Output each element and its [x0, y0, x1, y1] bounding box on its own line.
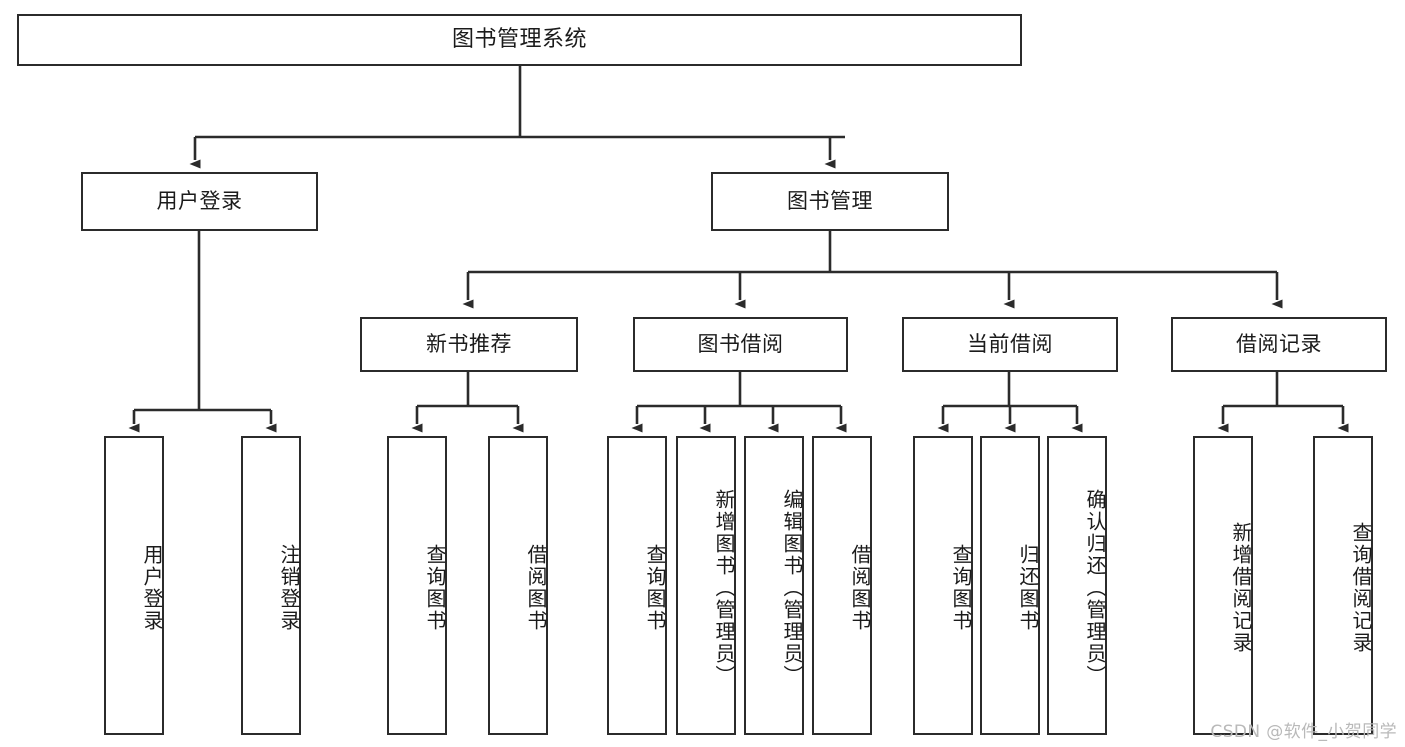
leaf-query-book-1-label: 查询图书 — [423, 543, 447, 632]
leaf-borrow-book-1-label: 借阅图书 — [524, 543, 548, 632]
leaf-borrow-book-1[interactable]: 借阅图书 — [488, 436, 548, 735]
leaf-edit-book-label: 编辑图书（管理员） — [780, 488, 804, 687]
leaf-query-book-2[interactable]: 查询图书 — [607, 436, 667, 735]
watermark-text: CSDN @软件_小贺同学 — [1210, 722, 1397, 742]
leaf-query-record-label: 查询借阅记录 — [1349, 521, 1373, 654]
leaf-add-record-label: 新增借阅记录 — [1229, 521, 1253, 654]
node-new-book-recommend-label: 新书推荐 — [426, 332, 512, 357]
node-borrow-record-label: 借阅记录 — [1236, 332, 1322, 357]
leaf-return-book-label: 归还图书 — [1016, 543, 1040, 632]
leaf-confirm-return-label: 确认归还（管理员） — [1083, 488, 1107, 687]
leaf-add-book-label: 新增图书（管理员） — [712, 488, 736, 687]
node-book-borrow-label: 图书借阅 — [697, 332, 784, 357]
node-new-book-recommend[interactable]: 新书推荐 — [360, 317, 578, 372]
leaf-user-login[interactable]: 用户登录 — [104, 436, 164, 735]
leaf-query-book-3[interactable]: 查询图书 — [913, 436, 973, 735]
leaf-confirm-return[interactable]: 确认归还（管理员） — [1047, 436, 1107, 735]
leaf-query-record[interactable]: 查询借阅记录 — [1313, 436, 1373, 735]
leaf-user-login-label: 用户登录 — [140, 543, 164, 632]
leaf-add-book[interactable]: 新增图书（管理员） — [676, 436, 736, 735]
node-root-label: 图书管理系统 — [451, 27, 587, 53]
leaf-logout-label: 注销登录 — [277, 543, 301, 632]
leaf-edit-book[interactable]: 编辑图书（管理员） — [744, 436, 804, 735]
leaf-query-book-2-label: 查询图书 — [643, 543, 667, 632]
node-root[interactable]: 图书管理系统 — [17, 14, 1022, 66]
node-current-borrow-label: 当前借阅 — [967, 332, 1053, 357]
leaf-borrow-book-2-label: 借阅图书 — [848, 543, 872, 632]
node-book-borrow[interactable]: 图书借阅 — [633, 317, 848, 372]
node-book-management[interactable]: 图书管理 — [711, 172, 949, 231]
node-user-login[interactable]: 用户登录 — [81, 172, 318, 231]
node-user-login-label: 用户登录 — [156, 189, 243, 214]
leaf-query-book-1[interactable]: 查询图书 — [387, 436, 447, 735]
leaf-return-book[interactable]: 归还图书 — [980, 436, 1040, 735]
node-borrow-record[interactable]: 借阅记录 — [1171, 317, 1387, 372]
leaf-logout[interactable]: 注销登录 — [241, 436, 301, 735]
leaf-borrow-book-2[interactable]: 借阅图书 — [812, 436, 872, 735]
node-current-borrow[interactable]: 当前借阅 — [902, 317, 1118, 372]
leaf-query-book-3-label: 查询图书 — [949, 543, 973, 632]
leaf-add-record[interactable]: 新增借阅记录 — [1193, 436, 1253, 735]
node-book-management-label: 图书管理 — [787, 189, 873, 214]
